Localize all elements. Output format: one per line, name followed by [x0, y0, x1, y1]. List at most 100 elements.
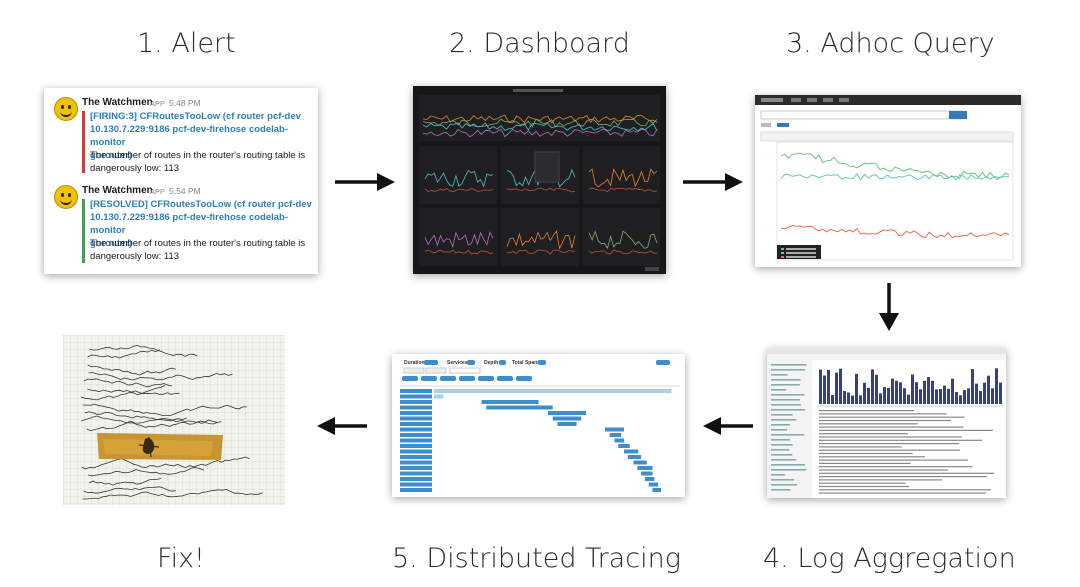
trace-service-label — [400, 438, 432, 443]
trace-span-bar — [648, 482, 659, 487]
trace-service-label — [400, 433, 432, 437]
dashboard-panel-line — [424, 231, 494, 248]
log-histogram-bar — [831, 395, 834, 404]
log-histogram-bar — [927, 377, 930, 404]
log-histogram-bar — [863, 382, 866, 404]
log-histogram-bar — [967, 388, 970, 404]
log-field-item — [771, 389, 787, 391]
alert-panel: The Watchmen APP 5:48 PM [FIRING:3] CFRo… — [44, 88, 318, 274]
handwriting-stroke — [87, 467, 205, 477]
log-histogram-bar — [819, 369, 822, 404]
log-histogram-bar — [903, 388, 906, 404]
log-field-item — [771, 454, 793, 456]
trace-waterfall: Duration: Services: Depth: Total Spans: — [400, 360, 680, 492]
adhoc-query-screenshot — [755, 95, 1021, 267]
log-field-item — [771, 434, 805, 436]
alert-sender: The Watchmen — [82, 185, 153, 196]
dashboard-series-line — [422, 114, 658, 124]
log-histogram-bar — [963, 390, 966, 404]
log-histogram-bar — [971, 369, 974, 404]
query-graph — [755, 95, 1021, 261]
handwriting-stroke — [88, 478, 162, 486]
log-histogram-bar — [931, 380, 934, 404]
alert-text-resolved: The number of routes in the router's rou… — [90, 238, 306, 262]
trace-service-pill — [497, 376, 513, 381]
log-histogram-bar — [859, 395, 862, 404]
log-histogram-bar — [887, 387, 890, 404]
log-aggregation-screenshot — [767, 348, 1006, 498]
watchmen-smiley-icon — [54, 97, 78, 121]
handwriting-stroke — [87, 349, 160, 359]
dashboard-series-line — [422, 122, 658, 132]
trace-depth-label: Depth: — [484, 360, 500, 366]
log-entry-row — [819, 413, 947, 415]
query-series-line — [780, 152, 1010, 180]
log-entry-row — [819, 479, 942, 481]
alert-status-bar-firing — [82, 111, 85, 173]
log-entry-row — [819, 456, 925, 458]
step-title-distributed-tracing: 5. Distributed Tracing — [392, 543, 681, 574]
trace-span-bar — [434, 389, 672, 393]
log-field-item — [771, 419, 797, 421]
trace-service-label — [400, 460, 432, 465]
trace-service-label — [400, 427, 432, 432]
alert-link-resolved[interactable]: [RESOLVED] CFRoutesTooLow (cf router pcf… — [90, 199, 312, 249]
arrow-left-icon — [703, 417, 753, 435]
log-histogram-bar — [915, 382, 918, 404]
watchmen-smiley-icon — [54, 185, 78, 209]
log-histogram-bar — [947, 388, 950, 404]
log-histogram-bar — [987, 375, 990, 404]
handwriting-stroke — [81, 415, 222, 428]
handwriting-stroke — [82, 489, 263, 500]
trace-total-spans-label: Total Spans: — [512, 360, 542, 366]
log-field-item — [771, 429, 788, 431]
log-entry-row — [819, 449, 960, 451]
trace-service-pill — [478, 376, 494, 381]
log-field-item — [771, 404, 801, 406]
log-histogram-bar — [839, 368, 842, 404]
trace-span-bar — [633, 460, 647, 465]
log-field-item — [771, 459, 797, 461]
trace-services-label: Services: — [447, 360, 470, 366]
log-histogram-bar — [943, 385, 946, 404]
log-histogram-bar — [939, 389, 942, 404]
log-histogram-bar — [923, 380, 926, 404]
log-histogram-bar — [827, 369, 830, 404]
log-field-item — [771, 374, 788, 376]
dashboard-graphs — [413, 86, 666, 274]
log-entry-row — [819, 423, 918, 425]
log-histogram-bar — [951, 378, 954, 404]
log-histogram-bar — [879, 393, 882, 404]
log-histogram-bar — [995, 368, 998, 404]
handwriting-stroke — [88, 371, 233, 381]
log-histogram-bar — [883, 387, 886, 404]
trace-service-label — [400, 488, 432, 492]
step-title-log-aggregation: 4. Log Aggregation — [763, 543, 1016, 574]
log-histogram — [767, 348, 1006, 498]
log-field-item — [771, 489, 791, 491]
trace-span-bar — [614, 438, 624, 443]
log-entry-row — [819, 436, 962, 438]
handwriting-stroke — [82, 403, 247, 416]
trace-service-label — [400, 477, 432, 481]
query-series-line — [780, 173, 1010, 181]
dashboard-panel-line — [424, 188, 494, 193]
log-histogram-bar — [955, 392, 958, 404]
trace-service-label — [400, 444, 432, 448]
log-field-item — [771, 439, 790, 441]
log-field-item — [771, 449, 790, 451]
log-field-item — [771, 424, 790, 426]
app-tag: APP — [150, 99, 166, 108]
fix-notebook-photo — [63, 335, 285, 505]
trace-span-bar — [641, 471, 653, 476]
trace-service-label — [400, 449, 432, 454]
log-field-item — [771, 384, 800, 386]
handwriting-stroke — [83, 486, 176, 494]
trace-service-label — [400, 471, 432, 476]
log-field-item — [771, 479, 795, 481]
app-tag: APP — [150, 187, 166, 196]
step-title-alert: 1. Alert — [137, 28, 236, 59]
alert-text-firing: The number of routes in the router's rou… — [90, 150, 306, 174]
trace-span-bar — [644, 477, 655, 481]
alert-link-firing[interactable]: [FIRING:3] CFRoutesTooLow (cf router pcf… — [90, 111, 301, 161]
